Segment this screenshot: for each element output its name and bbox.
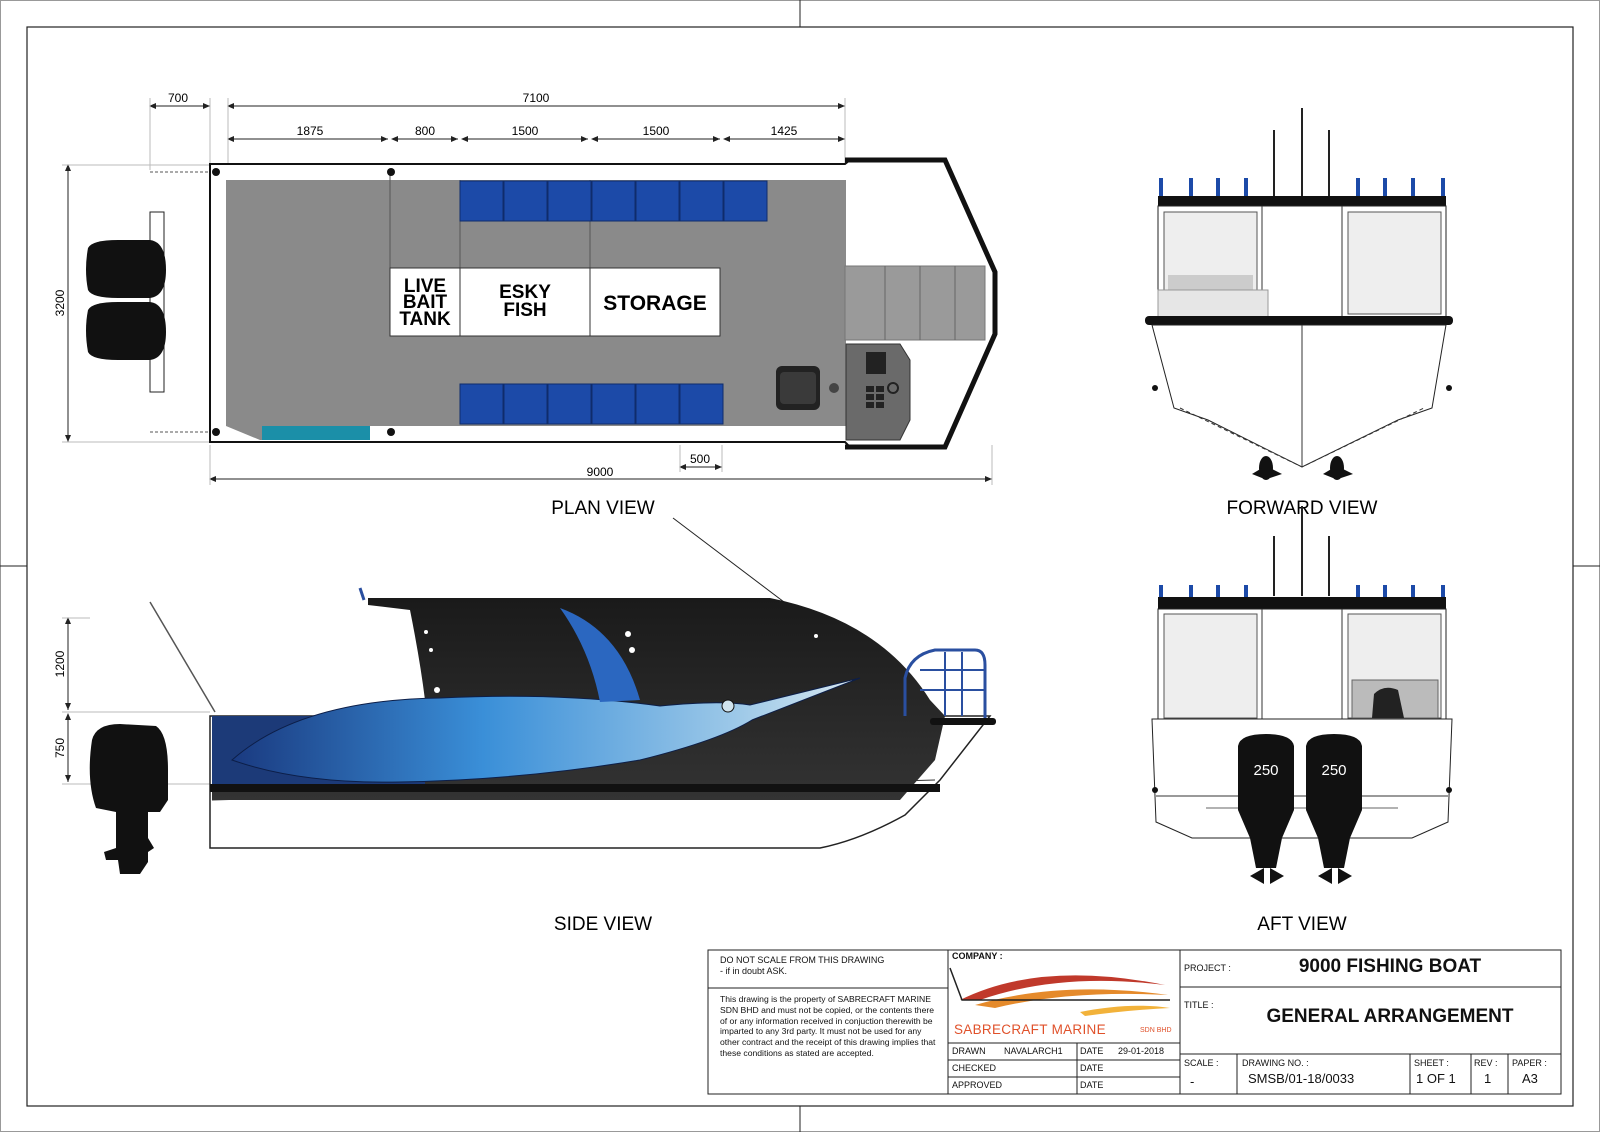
- dim-section-1: 1875: [297, 124, 324, 138]
- scale-value: -: [1190, 1074, 1195, 1089]
- label-storage: STORAGE: [603, 292, 706, 315]
- warning-line-2: - if in doubt ASK.: [720, 966, 788, 976]
- dim-section-3: 1500: [512, 124, 539, 138]
- dim-console-offset: 500: [690, 452, 710, 466]
- plan-outboards: [86, 211, 166, 393]
- dim-section-4: 1500: [643, 124, 670, 138]
- dim-cabin-height: 1200: [53, 650, 67, 677]
- aft-engine-2-hp: 250: [1321, 762, 1346, 779]
- side-view: 1200 750: [53, 587, 996, 874]
- dim-section-5: 1425: [771, 124, 798, 138]
- plan-leader-line: [672, 517, 789, 606]
- label-tank: TANK: [399, 309, 451, 330]
- plan-seats-bottom: [459, 383, 724, 425]
- drawing-no-label: DRAWING NO. :: [1242, 1058, 1309, 1068]
- label-fish: FISH: [503, 300, 546, 321]
- plan-view-title: PLAN VIEW: [551, 498, 655, 519]
- drawn-value: NAVALARCH1: [1004, 1046, 1063, 1056]
- label-esky: ESKY: [499, 282, 551, 303]
- sheet-value: 1 OF 1: [1416, 1071, 1456, 1086]
- title-label: TITLE :: [1184, 1000, 1214, 1010]
- company-suffix: SDN BHD: [1140, 1027, 1172, 1034]
- label-live: LIVE: [404, 276, 446, 297]
- scale-warning: DO NOT SCALE FROM THIS DRAWING - if in d…: [720, 955, 940, 977]
- approved-label: APPROVED: [952, 1080, 1003, 1090]
- checked-label: CHECKED: [952, 1063, 997, 1073]
- plan-storage-boxes: [389, 267, 721, 337]
- date-value: 29-01-2018: [1118, 1046, 1165, 1056]
- plan-bow-rail: [845, 157, 998, 450]
- rev-label: REV :: [1474, 1058, 1498, 1068]
- date-label-2: DATE: [1080, 1063, 1104, 1073]
- company-logo: [949, 967, 1170, 1016]
- company-name: SABRECRAFT MARINE: [954, 1022, 1106, 1037]
- dim-overhang: 700: [168, 91, 188, 105]
- dim-freeboard: 750: [53, 738, 67, 758]
- drawn-label: DRAWN: [952, 1046, 986, 1056]
- plan-helm: [776, 343, 911, 441]
- label-bait: BAIT: [403, 292, 448, 313]
- sheet-label: SHEET :: [1414, 1058, 1449, 1068]
- aft-engine-1-hp: 250: [1253, 762, 1278, 779]
- warning-line-1: DO NOT SCALE FROM THIS DRAWING: [720, 955, 885, 965]
- ownership-notice: This drawing is the property of SABRECRA…: [720, 994, 936, 1058]
- dim-beam: 3200: [53, 289, 67, 316]
- plan-dimensions: [62, 98, 993, 485]
- company-label: COMPANY :: [952, 951, 1003, 961]
- drawing-no-value: SMSB/01-18/0033: [1248, 1071, 1355, 1086]
- dim-deck-length: 7100: [523, 91, 550, 105]
- aft-view-title: AFT VIEW: [1257, 914, 1346, 935]
- date-label-1: DATE: [1080, 1046, 1104, 1056]
- paper-value: A3: [1522, 1071, 1538, 1086]
- title-block-grid: [707, 949, 1562, 1095]
- rev-value: 1: [1484, 1071, 1492, 1086]
- title-value: GENERAL ARRANGEMENT: [1266, 1006, 1514, 1027]
- project-value: 9000 FISHING BOAT: [1298, 956, 1482, 977]
- paper-label: PAPER :: [1512, 1058, 1547, 1068]
- date-label-3: DATE: [1080, 1080, 1104, 1090]
- scale-label: SCALE :: [1184, 1058, 1219, 1068]
- plan-seats-top: [459, 180, 768, 222]
- side-outboard: [89, 724, 168, 874]
- forward-view: [1145, 108, 1453, 480]
- project-label: PROJECT :: [1184, 963, 1231, 973]
- aft-view: [1151, 506, 1453, 884]
- dim-section-2: 800: [415, 124, 435, 138]
- dim-loa: 9000: [587, 465, 614, 479]
- plan-view: 700 7100 1875 800 1500 1500 1425 3200 90…: [53, 91, 998, 485]
- side-view-title: SIDE VIEW: [554, 914, 652, 935]
